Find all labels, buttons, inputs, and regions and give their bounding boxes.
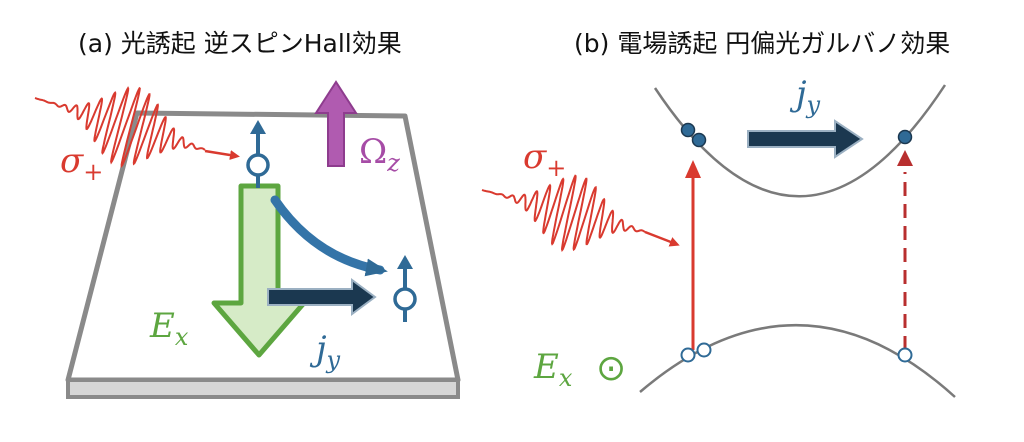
current-arrow-b (747, 119, 864, 159)
panel-a-title: (a) 光誘起 逆スピンHall効果 (78, 29, 402, 58)
hole-a1 (680, 347, 696, 363)
field-label-b: Ex (533, 347, 573, 392)
omega-z-arrow (314, 80, 358, 167)
electron-b (897, 129, 913, 145)
panel-b-diagram: jy σ+ Ex ⊙ (481, 74, 956, 398)
panel-b-title: (b) 電場誘起 円偏光ガルバノ効果 (574, 29, 951, 58)
current-arrow-a (267, 278, 377, 316)
spin-deflection-arrow (270, 195, 388, 277)
light-arrow-b (644, 230, 680, 247)
electron-a2 (691, 132, 707, 148)
out-of-plane-symbol: ⊙ (596, 348, 626, 389)
sigma-label-b: σ+ (523, 137, 566, 182)
sigma-label-a: σ+ (60, 141, 103, 186)
current-label-b: jy (789, 74, 821, 119)
light-wavepacket-b (481, 174, 646, 252)
field-label-a: Ex (149, 306, 189, 351)
omega-z-label: Ωz (359, 132, 400, 177)
light-wavepacket-a (34, 86, 206, 169)
panel-a-diagram: σ+ Ωz Ex jy (34, 80, 461, 399)
slab-front-face (66, 378, 460, 399)
hole-b (897, 347, 913, 363)
hole-a2 (696, 342, 712, 358)
valence-band (639, 324, 956, 398)
electron-a1 (680, 122, 696, 138)
spin-destination (393, 255, 417, 322)
spin-origin (246, 120, 270, 188)
light-arrow-a (204, 149, 240, 160)
